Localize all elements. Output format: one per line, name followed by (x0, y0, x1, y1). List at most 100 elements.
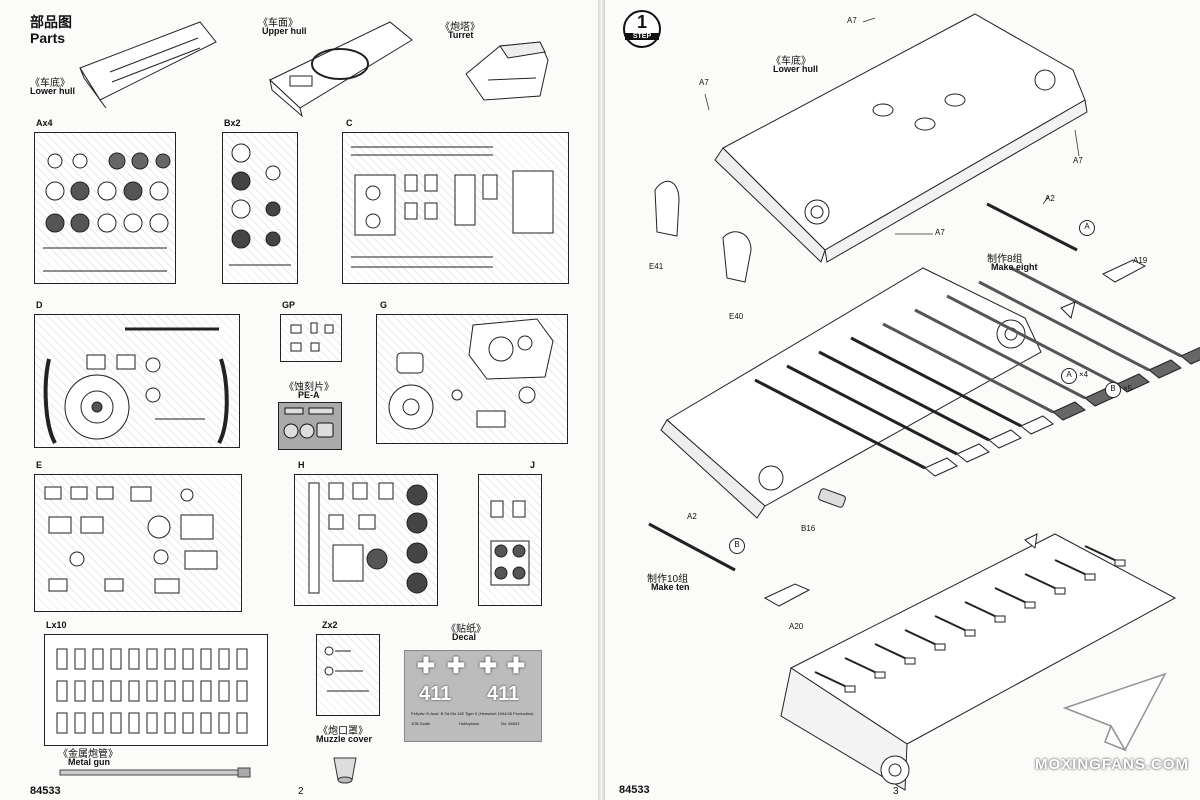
suspension-arm (956, 443, 990, 463)
sprue-h-parts (308, 482, 428, 594)
sprue-a-label: Ax4 (36, 118, 53, 128)
sprue-gp-parts (290, 322, 334, 352)
suspension-arm (988, 429, 1022, 449)
track-link (74, 712, 86, 734)
track-link (56, 648, 68, 670)
page-title-cn: 部品图 (30, 14, 72, 30)
torsion-bar (1010, 266, 1182, 358)
sprue-h-frame (294, 474, 438, 606)
installed-torsion-bar (1084, 545, 1120, 563)
track-link (110, 712, 122, 734)
part-b16-label: B16 (801, 524, 816, 533)
track-link (200, 680, 212, 702)
sprue-g-frame (376, 314, 568, 444)
suspension-arm (1114, 559, 1126, 567)
make-eight-en: Make eight (991, 262, 1038, 272)
torsion-bar-a2-make-ten (648, 522, 811, 607)
decal-label-cn: 《贴纸》 (446, 624, 486, 635)
torsion-bar-a2-make-eight (986, 202, 1147, 283)
suspension-arm (1024, 601, 1036, 609)
installed-torsion-bar (1054, 559, 1090, 577)
track-link (110, 680, 122, 702)
track-link (182, 648, 194, 670)
installed-torsion-bar (1024, 573, 1060, 591)
part-a2-label: A2 (687, 512, 697, 521)
catalog-number: 84533 (619, 784, 650, 796)
sprue-j-frame (478, 474, 542, 606)
torsion-bar (818, 350, 990, 442)
metal-gun-label-en: Metal gun (68, 757, 110, 767)
sprue-e-frame (34, 474, 242, 612)
suspension-arm (924, 457, 958, 477)
turret-label-en: Turret (448, 30, 474, 40)
lower-hull-underside (780, 533, 1177, 791)
upper-hull-preview (269, 21, 413, 118)
lower-hull-assembly (714, 13, 1088, 263)
suspension-arm (1084, 573, 1096, 581)
lower-hull-label-en: Lower hull (30, 86, 75, 96)
decal-scale: 1/35 Scale (411, 721, 430, 726)
callout-a: A (1079, 220, 1095, 236)
suspension-arm (934, 643, 946, 651)
parts-page: 部品图 Parts (0, 0, 598, 800)
track-link (92, 712, 104, 734)
decal-number-right: 411 (487, 683, 520, 705)
sprue-b-parts (229, 143, 291, 266)
page-number: 2 (298, 786, 304, 797)
metal-gun-barrel (59, 767, 251, 778)
torsion-bar (882, 322, 1054, 414)
installed-torsion-bar (874, 643, 910, 661)
sprue-j-parts (490, 500, 530, 586)
sprue-d-frame (34, 314, 240, 448)
part-a7-label: A7 (847, 16, 857, 25)
track-link (74, 648, 86, 670)
track-link (164, 648, 176, 670)
sprue-d-parts (43, 327, 229, 444)
part-a7-label: A7 (1073, 156, 1083, 165)
suspension-arm (904, 657, 916, 665)
track-link (128, 648, 140, 670)
torsion-bar (850, 336, 1022, 428)
track-link (110, 648, 122, 670)
installed-torsion-bars (814, 545, 1126, 693)
make-ten-cn: 制作10组 (647, 574, 689, 585)
site-watermark: MOXINGFANS.COM (1035, 756, 1190, 773)
track-link (92, 680, 104, 702)
leader-lines (704, 17, 1080, 235)
step-1-page: 1 STEP (605, 0, 1200, 800)
suspension-arm (1054, 587, 1066, 595)
track-link (218, 648, 230, 670)
suspension-arm (1020, 415, 1054, 435)
callout-a: A (1061, 368, 1077, 384)
page-number: 3 (893, 786, 899, 797)
installed-torsion-bar (814, 671, 850, 689)
torsion-bar (786, 364, 958, 456)
pe-label-cn: 《蚀刻片》 (284, 382, 334, 393)
sprue-c-frame (342, 132, 569, 284)
lower-hull-label-en: Lower hull (773, 64, 818, 74)
pe-fret-parts (283, 407, 334, 439)
make-ten-en: Make ten (651, 582, 690, 592)
part-e41-label: E41 (649, 262, 664, 271)
pe-label-en: PE-A (298, 390, 320, 400)
catalog-number: 84533 (30, 785, 61, 797)
torsion-bar (754, 378, 926, 470)
track-link (182, 712, 194, 734)
sprue-c-parts (351, 146, 554, 268)
step-badge: 1 STEP (623, 10, 661, 48)
track-link (164, 680, 176, 702)
installed-torsion-bar (844, 657, 880, 675)
installed-torsion-bar (964, 601, 1000, 619)
paper-plane-logo (1062, 672, 1167, 752)
sprue-j-label: J (530, 460, 536, 470)
track-link (182, 680, 194, 702)
installed-torsion-bar (994, 587, 1030, 605)
upper-hull-label-cn: 《车面》 (258, 18, 298, 29)
suspension-arm (1052, 401, 1086, 421)
sprue-c-label: C (346, 118, 353, 128)
installed-torsion-bar (934, 615, 970, 633)
decal-sheet: ✚ ✚ ✚ ✚ 411 411 PzKpfw VI Ausf. B Sd.Kfz… (404, 650, 542, 742)
decal-caption: PzKpfw VI Ausf. B Sd.Kfz.182 Tiger II (H… (411, 711, 534, 716)
torsion-bars (754, 266, 1200, 477)
